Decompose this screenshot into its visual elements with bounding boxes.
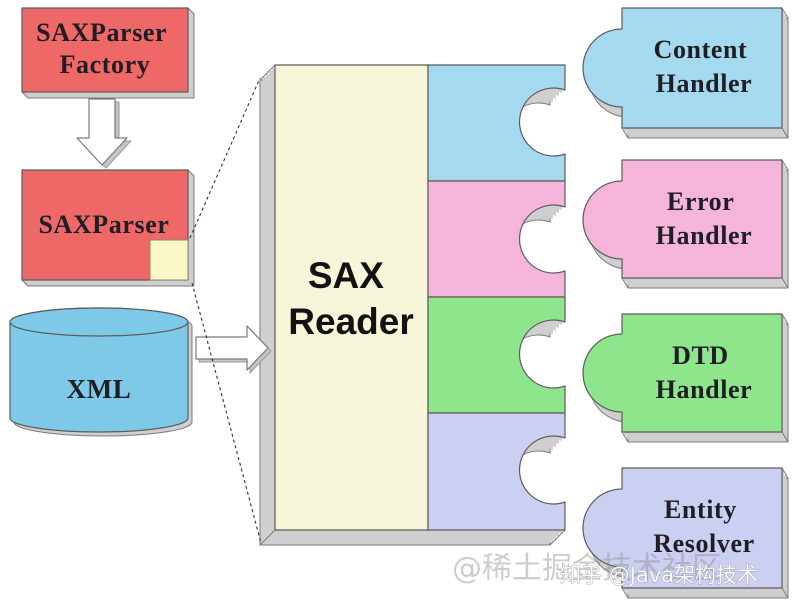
saxparser-factory-label-line-1: SAXParser [36,18,167,47]
saxparser-factory-label-line-2: Factory [60,50,151,79]
xml-cylinder-top [9,307,189,337]
content-handler-depth [585,7,789,139]
saxparser-factory-label: SAXParser Factory [36,18,174,79]
dtd-handler-label: DTD Handler [656,341,753,404]
projection-line-bottom [191,282,262,544]
xml-label: XML [67,374,132,404]
dtd-handler-depth [585,313,789,443]
entity-resolver-piece: Entity Resolver [582,467,789,599]
saxparser-factory-box-face [21,7,189,93]
projection-line-top [189,77,261,239]
content-handler-slot [427,64,566,182]
factory-to-parser-arrow [76,98,132,169]
down-arrow-icon [76,98,128,166]
saxparser-reader-marker [149,239,189,281]
watermark-zhihu: 知乎 @Java架构技术 [560,563,758,587]
entity-resolver-label: Entity Resolver [653,495,755,558]
sax-reader-face [274,64,429,531]
sax-reader-label-line-2: Reader [288,301,413,342]
dtd-handler-label-line-1: DTD [672,341,729,370]
content-handler-piece: Content Handler [582,7,789,139]
content-handler-depth-edges [621,7,789,139]
sax-reader-depth-edges [259,64,566,546]
right-arrow-icon [195,325,269,371]
xml-document-cylinder: XML [9,307,193,437]
dtd-handler-piece: DTD Handler [582,313,789,443]
error-handler-slot [427,180,566,298]
reader-projection-lines [189,77,262,544]
content-handler-label-line-2: Handler [656,69,753,98]
error-handler-depth-edges [621,159,789,289]
dtd-handler-slot [427,296,566,414]
entity-resolver-depth-edges [621,467,789,599]
error-handler-label-line-2: Handler [656,221,753,250]
entity-resolver-depth [585,467,789,599]
error-handler-piece: Error Handler [582,159,789,289]
content-handler-label-line-1: Content [654,35,748,64]
entity-resolver-label-line-2: Resolver [653,529,755,558]
entity-resolver-label-line-1: Entity [664,495,737,524]
dtd-handler-label-line-2: Handler [656,375,753,404]
watermarks: @稀土掘金技术社区 知乎 @Java架构技术 [452,551,758,587]
sax-reader-depth [259,64,566,546]
saxparser-box: SAXParser [21,169,195,287]
saxparser-factory-box: SAXParser Factory [21,7,195,99]
entity-resolver-slot [427,412,566,531]
sax-reader: SAX Reader [259,64,566,546]
dtd-handler-depth-edges [621,313,789,443]
error-handler-label-line-1: Error [667,187,734,216]
watermark-juejin: @稀土掘金技术社区 [452,551,722,586]
error-handler-depth [585,159,789,289]
saxparser-label: SAXParser [38,210,169,239]
sax-reader-label: SAX Reader [288,255,413,342]
sax-reader-label-line-1: SAX [308,255,384,296]
content-handler-label: Content Handler [654,35,755,98]
xml-to-reader-arrow [195,325,272,374]
error-handler-label: Error Handler [656,187,753,250]
